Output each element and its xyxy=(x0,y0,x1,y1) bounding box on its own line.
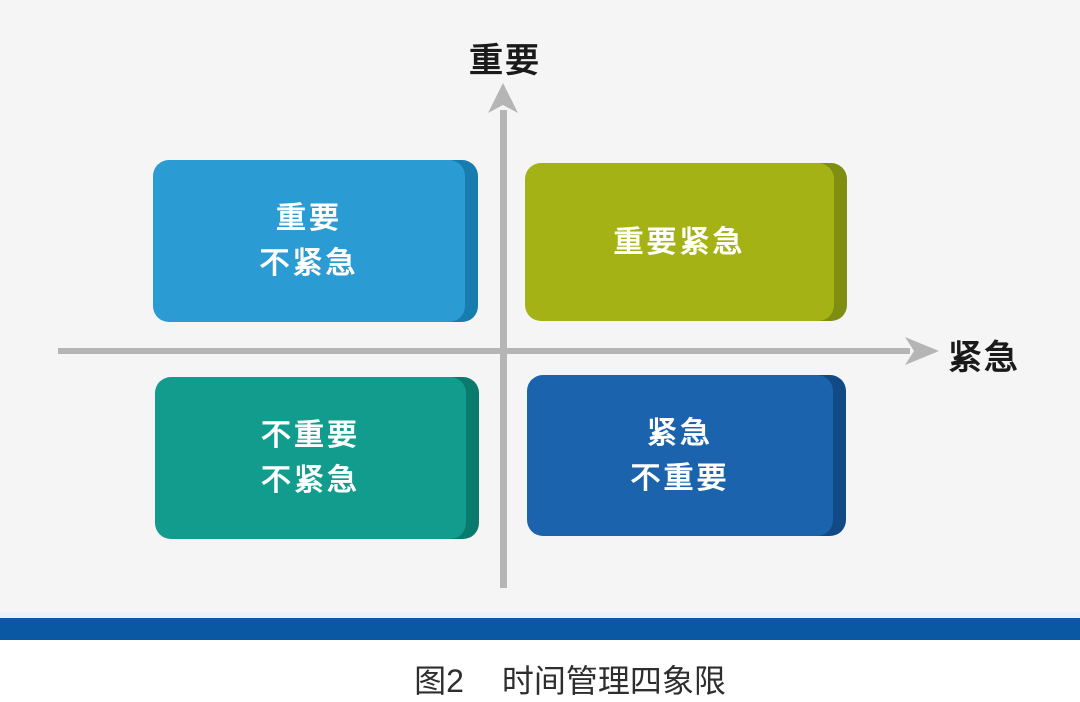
figure-caption: 图2 时间管理四象限 xyxy=(30,656,1080,702)
quadrant-face: 重要紧急 xyxy=(525,163,834,321)
y-axis-arrow-icon xyxy=(488,83,518,113)
x-axis-arrow-icon xyxy=(905,337,939,365)
x-axis-line xyxy=(58,348,910,354)
quadrant-label-line: 重要紧急 xyxy=(613,225,746,259)
divider-highlight xyxy=(0,612,1080,618)
quadrant-not-important-not-urgent: 不重要 不紧急 xyxy=(155,377,479,539)
y-axis-label: 重要 xyxy=(469,42,541,80)
quadrant-label-line: 不紧急 xyxy=(261,464,360,497)
quadrant-important-urgent: 重要紧急 xyxy=(525,163,847,321)
figure-caption-title: 时间管理四象限 xyxy=(501,663,726,699)
quadrant-face: 不重要 不紧急 xyxy=(155,377,466,539)
quadrant-label-line: 不紧急 xyxy=(259,247,359,280)
x-axis-label: 紧急 xyxy=(948,339,1020,377)
quadrant-label-line: 紧急 xyxy=(647,416,713,450)
quadrant-face: 重要 不紧急 xyxy=(153,160,465,322)
quadrant-important-not-urgent: 重要 不紧急 xyxy=(153,160,478,322)
quadrant-urgent-not-important: 紧急 不重要 xyxy=(527,375,846,536)
footer-area xyxy=(0,640,1080,699)
divider-bar xyxy=(0,618,1080,640)
quadrant-label-line: 重要 xyxy=(276,202,342,235)
figure-caption-number: 图2 xyxy=(414,663,464,699)
quadrant-label-line: 不重要 xyxy=(630,461,730,495)
quadrant-label-line: 不重要 xyxy=(261,419,360,452)
quadrant-face: 紧急 不重要 xyxy=(527,375,833,536)
